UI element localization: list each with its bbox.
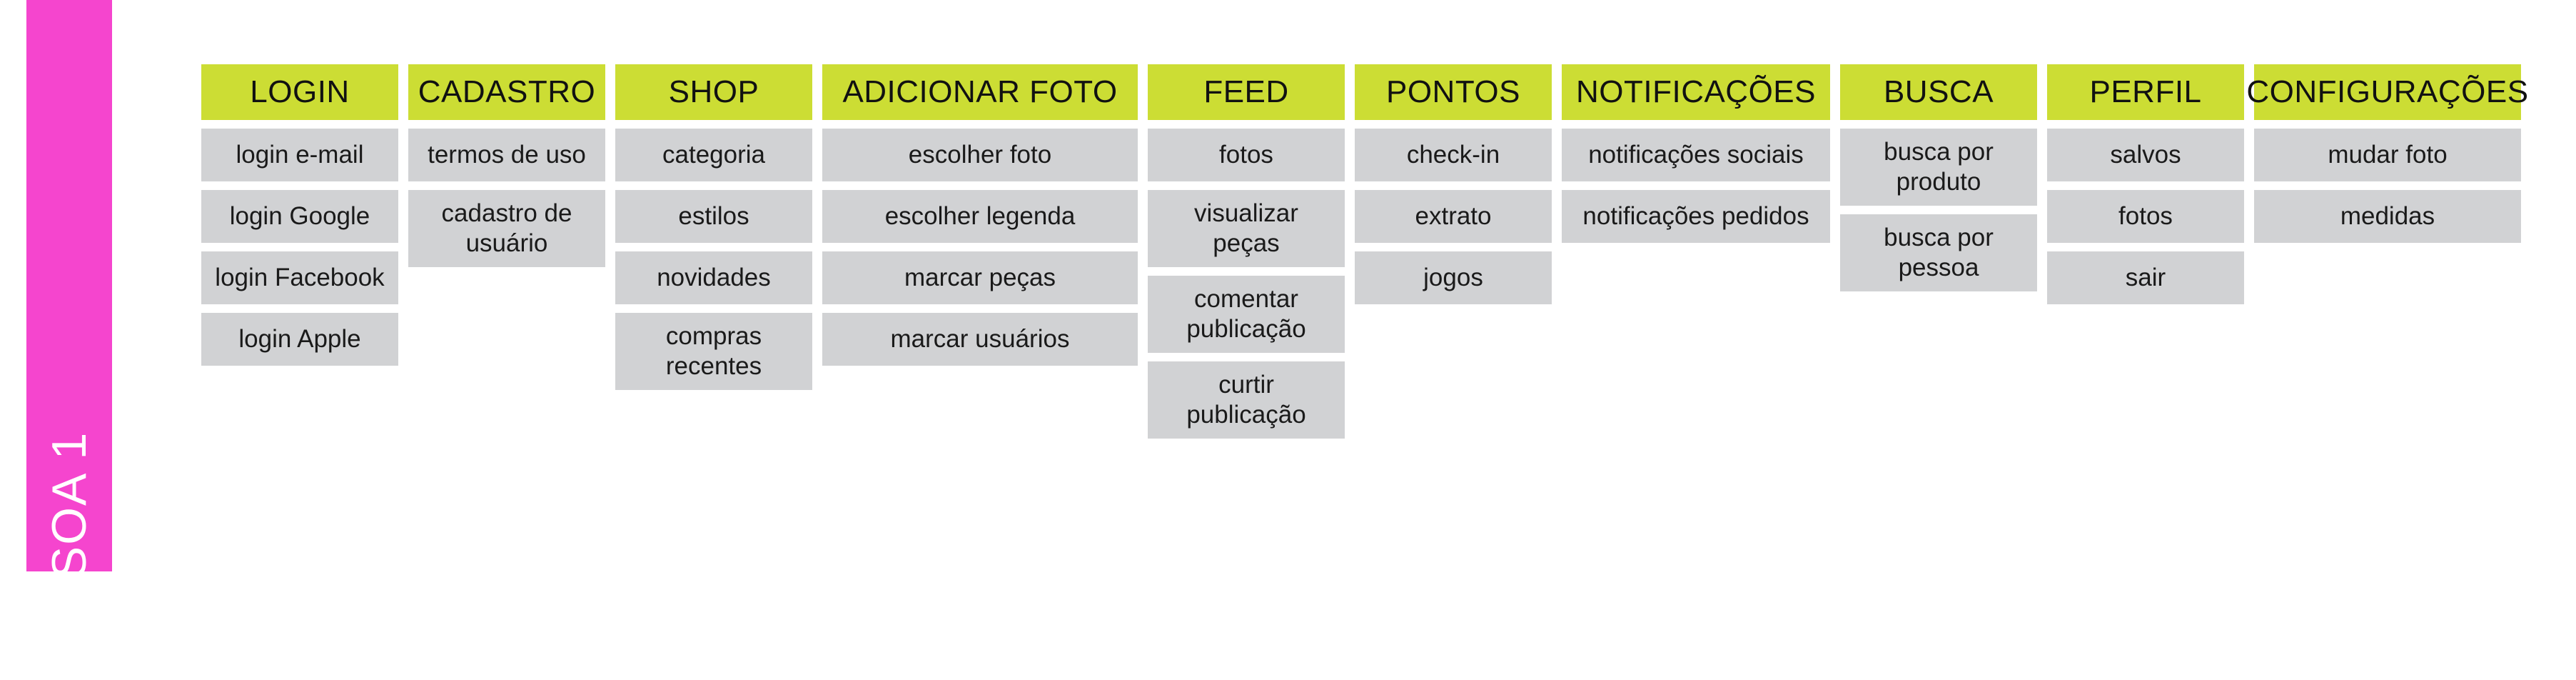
card: login Facebook [201, 251, 398, 304]
card: fotos [1148, 129, 1345, 181]
card: notificações pedidos [1562, 190, 1830, 243]
card: busca por produto [1840, 129, 2037, 206]
column-login: LOGIN login e-mail login Google login Fa… [201, 64, 398, 366]
card: notificações sociais [1562, 129, 1830, 181]
column-header: PONTOS [1355, 64, 1552, 120]
column-header: FEED [1148, 64, 1345, 120]
persona-bar: PESSOA 1 [26, 0, 112, 680]
column-header: CONFIGURAÇÕES [2246, 64, 2528, 120]
column-feed: FEED fotos visualizar peças comentar pub… [1148, 64, 1345, 439]
column-header: SHOP [615, 64, 812, 120]
card: cadastro de usuário [408, 190, 605, 267]
column-header: LOGIN [201, 64, 398, 120]
card: mudar foto [2254, 129, 2521, 181]
card: comentar publicação [1148, 276, 1345, 353]
column-header: BUSCA [1840, 64, 2037, 120]
column-perfil: PERFIL salvos fotos sair [2047, 64, 2244, 304]
column-header: NOTIFICAÇÕES [1562, 64, 1830, 120]
card: check-in [1355, 129, 1552, 181]
card: medidas [2254, 190, 2521, 243]
card: jogos [1355, 251, 1552, 304]
card: extrato [1355, 190, 1552, 243]
column-header: ADICIONAR FOTO [822, 64, 1138, 120]
card: marcar usuários [822, 313, 1138, 366]
card: login Google [201, 190, 398, 243]
card: escolher legenda [822, 190, 1138, 243]
column-header: CADASTRO [408, 64, 605, 120]
card: busca por pessoa [1840, 214, 2037, 291]
card: estilos [615, 190, 812, 243]
card: marcar peças [822, 251, 1138, 304]
card: login Apple [201, 313, 398, 366]
card: novidades [615, 251, 812, 304]
column-busca: BUSCA busca por produto busca por pessoa [1840, 64, 2037, 291]
card: compras recentes [615, 313, 812, 390]
column-pontos: PONTOS check-in extrato jogos [1355, 64, 1552, 304]
column-notificacoes: NOTIFICAÇÕES notificações sociais notifi… [1562, 64, 1830, 243]
sitemap-board: LOGIN login e-mail login Google login Fa… [201, 64, 2528, 439]
column-configuracoes: CONFIGURAÇÕES mudar foto medidas [2246, 64, 2528, 243]
card: login e-mail [201, 129, 398, 181]
column-cadastro: CADASTRO termos de uso cadastro de usuár… [408, 64, 605, 267]
card: categoria [615, 129, 812, 181]
card: escolher foto [822, 129, 1138, 181]
card: visualizar peças [1148, 190, 1345, 267]
persona-label: PESSOA 1 [42, 431, 96, 680]
column-header: PERFIL [2047, 64, 2244, 120]
card: sair [2047, 251, 2244, 304]
card: salvos [2047, 129, 2244, 181]
column-shop: SHOP categoria estilos novidades compras… [615, 64, 812, 390]
column-adicionar-foto: ADICIONAR FOTO escolher foto escolher le… [822, 64, 1138, 366]
card: fotos [2047, 190, 2244, 243]
card: termos de uso [408, 129, 605, 181]
card: curtir publicação [1148, 361, 1345, 439]
